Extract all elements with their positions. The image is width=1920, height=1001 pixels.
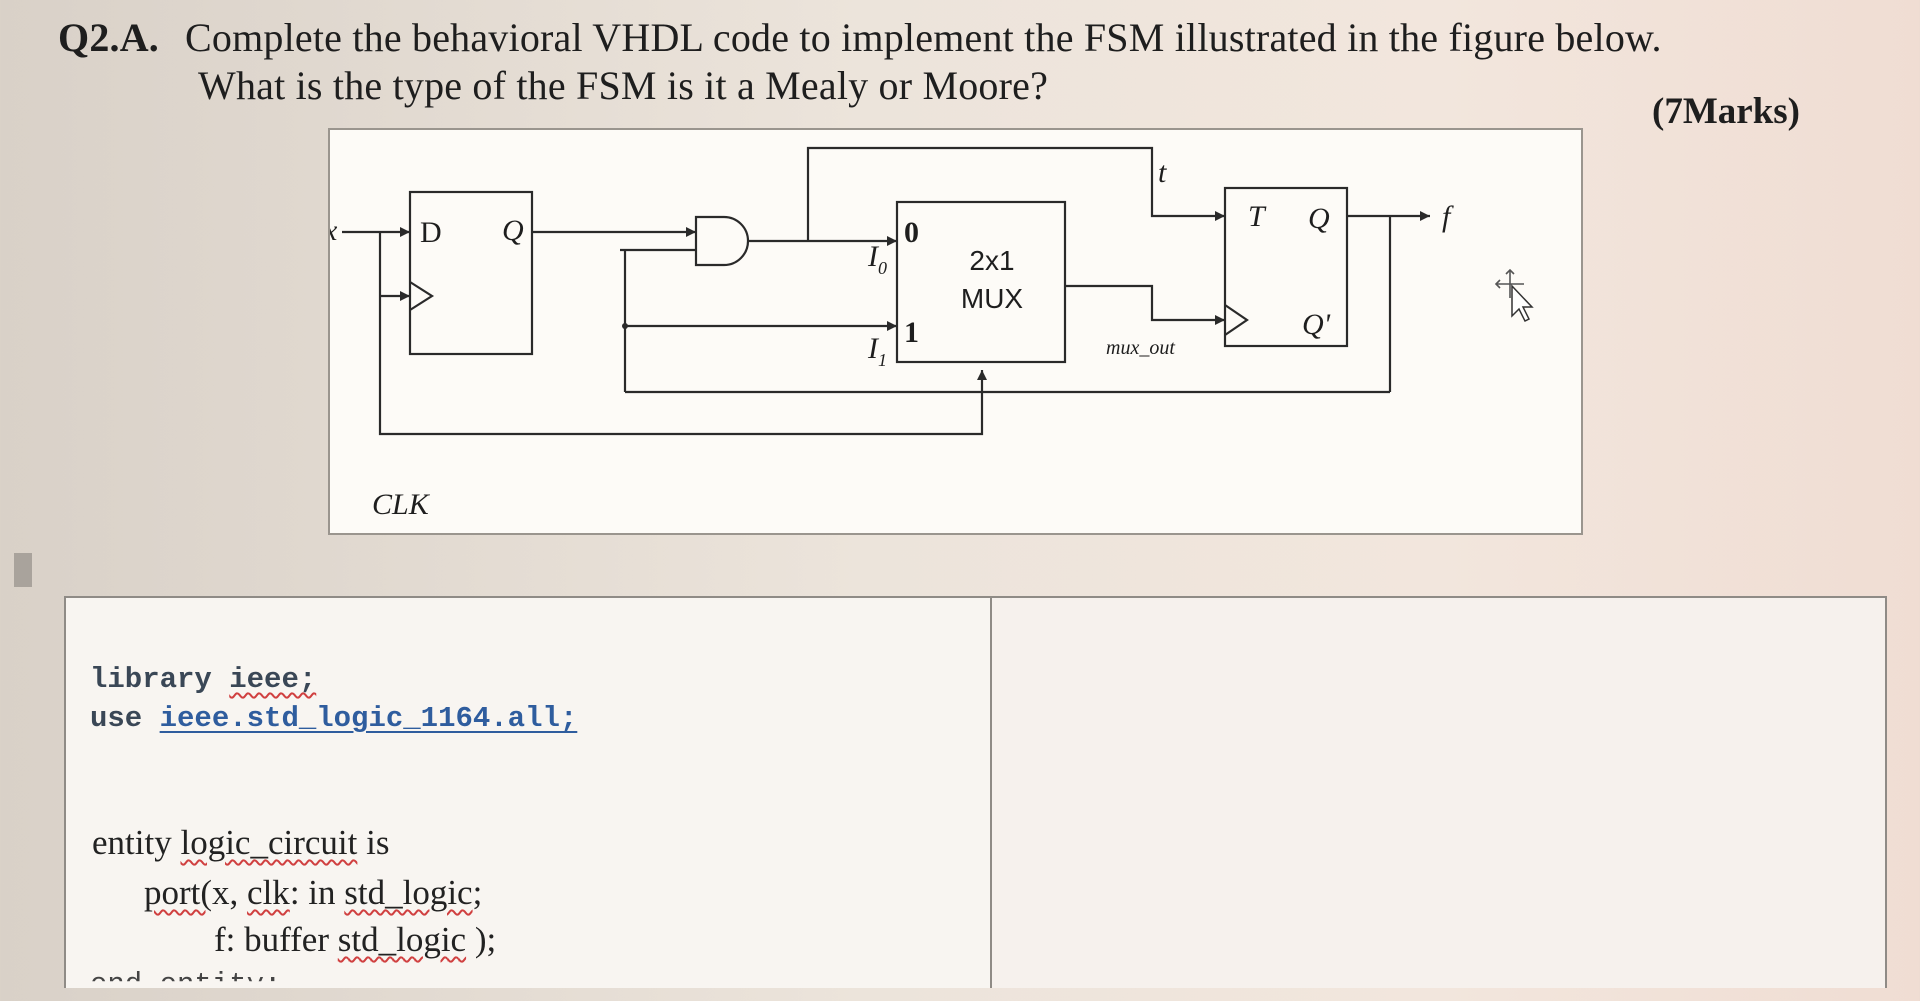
arrow-head	[887, 321, 897, 331]
tff-q-label: Q	[1308, 202, 1330, 235]
circuit-figure: x D Q I0 I1 0 1 2x1 MUX t T Q Q' mux_out…	[328, 128, 1583, 535]
code-box: library ieee; use ieee.std_logic_1164.al…	[64, 596, 992, 988]
side-marker	[14, 553, 32, 587]
dff-q-label: Q	[502, 214, 524, 247]
arrow-head	[1215, 315, 1225, 325]
code-f-port-line: f: buffer std_logic );	[214, 920, 497, 959]
answer-box[interactable]	[992, 596, 1887, 988]
arrow-head	[977, 370, 987, 380]
arrow-head	[400, 227, 410, 237]
mux-out-label: mux_out	[1106, 337, 1175, 359]
question-number: Q2.A.	[58, 15, 159, 60]
circuit-diagram: x D Q I0 I1 0 1 2x1 MUX t T Q Q' mux_out…	[330, 146, 1454, 521]
marks-label: (7Marks)	[1652, 91, 1800, 132]
entity-name: logic_circuit	[180, 823, 358, 862]
library-keyword: library	[90, 663, 230, 696]
mux-box	[895, 200, 1067, 364]
x-label: x	[330, 214, 338, 247]
mux-out-wire	[1065, 284, 1225, 322]
dff-clock-triangle	[409, 281, 435, 311]
tff-qbar-label: Q'	[1302, 308, 1331, 341]
t-wire	[806, 146, 1225, 241]
mux-label-1: 2x1	[969, 245, 1014, 276]
arrow-head	[1420, 211, 1430, 221]
question-text: Q2.A. Complete the behavioral VHDL code t…	[58, 14, 1662, 110]
cursor-icon	[1494, 268, 1534, 323]
f-label: f	[1442, 200, 1454, 233]
mux-i1-label: I1	[867, 332, 887, 370]
code-library-line: library ieee;	[90, 663, 316, 696]
junction-dot	[622, 323, 628, 329]
dff-d-label: D	[420, 216, 442, 249]
d-flipflop	[408, 190, 534, 356]
tff-t-label: T	[1248, 200, 1267, 233]
code-use-line: use ieee.std_logic_1164.all;	[90, 702, 577, 735]
arrow-head	[1215, 211, 1225, 221]
mux-sel1-label: 1	[904, 316, 919, 349]
t-wire-label: t	[1158, 156, 1167, 189]
mux-sel0-label: 0	[904, 216, 919, 249]
code-entity-line: entity logic_circuit is	[92, 823, 390, 862]
arrow-head	[400, 291, 410, 301]
clk-label: CLK	[372, 488, 431, 521]
use-keyword: use	[90, 702, 160, 735]
code-port-line: port(x, clk: in std_logic;	[144, 873, 483, 912]
code-end-entity-line: end entity;	[90, 968, 282, 1001]
question-line-1-text: Complete the behavioral VHDL code to imp…	[185, 15, 1662, 60]
arrow-head	[887, 236, 897, 246]
mux-label-2: MUX	[961, 283, 1024, 314]
arrow-head	[686, 227, 696, 237]
and-gate	[694, 215, 750, 267]
question-line-2: What is the type of the FSM is it a Meal…	[198, 63, 1049, 108]
tff-clock-triangle	[1224, 304, 1249, 336]
library-name: ieee;	[229, 663, 317, 696]
clk-wire	[378, 232, 984, 436]
question-line-1: Q2.A. Complete the behavioral VHDL code t…	[58, 14, 1662, 62]
use-package: ieee.std_logic_1164.all;	[159, 702, 578, 735]
mux-i0-label: I0	[867, 240, 887, 278]
t-flipflop	[1223, 186, 1349, 348]
